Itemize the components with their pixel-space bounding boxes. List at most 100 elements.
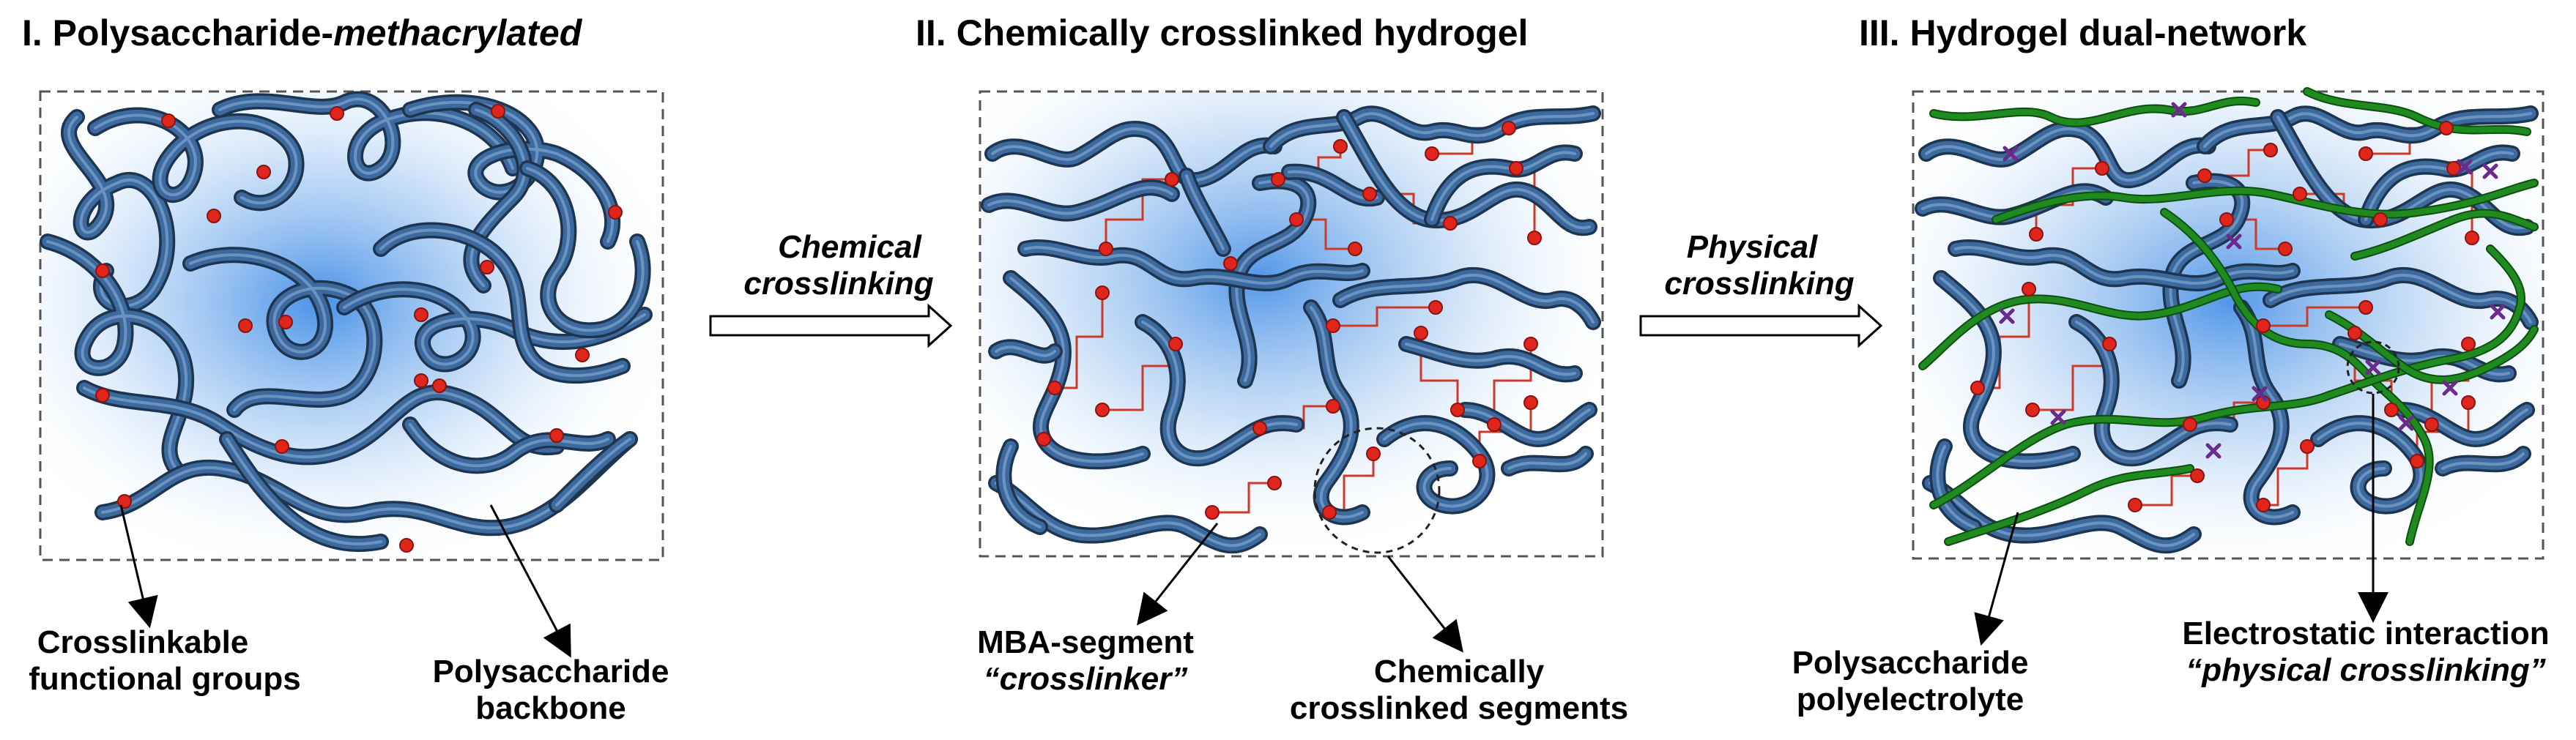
backbone-chain-highlight — [218, 97, 514, 175]
backbone-chain-highlight — [2401, 408, 2528, 441]
red-dot — [2410, 454, 2424, 468]
backbone-chain-highlight — [1009, 277, 1144, 463]
red-dot — [608, 205, 623, 220]
backbone-chain-highlight — [1383, 422, 1489, 508]
red-dot — [1428, 300, 1443, 315]
backbone-chain-highlight — [1405, 343, 1576, 376]
red-dot — [1223, 256, 1238, 271]
red-dot — [1348, 242, 1362, 256]
backbone-chain-highlight — [46, 240, 188, 470]
backbone-chain-highlight — [1929, 482, 2195, 547]
physical-crosslinking-arrow: Physical crosslinking — [1639, 229, 1883, 348]
pointer-polyelectrolyte — [1974, 512, 2019, 646]
backbone-chain-highlight — [1002, 445, 1042, 528]
electrostatic-x-mark — [2050, 409, 2066, 425]
electrostatic-x-mark — [2442, 380, 2458, 396]
red-dot — [2278, 242, 2293, 256]
panel-3-title: III. Hydrogel dual-network — [1859, 12, 2306, 53]
arrow-label-line-2: crosslinking — [1664, 266, 1854, 302]
backbone-chain-highlight — [409, 423, 609, 468]
red-dot — [2439, 121, 2454, 135]
pointer-backbone — [489, 504, 571, 658]
red-dot — [414, 373, 428, 388]
red-dot — [1036, 432, 1051, 446]
red-dot — [1362, 187, 1377, 201]
backbone-chain-highlight — [2441, 452, 2525, 470]
red-dot — [1205, 505, 1220, 520]
red-dot — [2128, 498, 2142, 512]
polyelectrolyte-chain — [1931, 246, 2524, 508]
backbone-chain-highlight — [1936, 445, 1975, 528]
polyelectrolyte-chains — [1918, 87, 2539, 546]
callout-pointers — [119, 394, 2388, 658]
red-dot — [1472, 454, 1487, 468]
panel-1 — [39, 90, 664, 561]
red-dot — [278, 315, 293, 329]
pointer-mba-segment — [1136, 523, 1219, 626]
backbone-chain-highlight — [991, 127, 1276, 182]
red-dot — [1450, 403, 1465, 417]
red-dot — [1267, 476, 1282, 490]
crosslinker-segment — [1212, 482, 1274, 514]
panel-3 — [1912, 87, 2545, 560]
red-dot — [2022, 282, 2036, 296]
red-dot — [399, 538, 414, 553]
backbone-chain-highlight — [343, 288, 646, 366]
backbone-chain-highlight — [2317, 422, 2423, 508]
red-dot — [549, 428, 564, 443]
red-dot — [1509, 161, 1523, 176]
electrostatic-x-mark — [2398, 415, 2414, 431]
panel-2-title: II. Chemically crosslinked hydrogel — [916, 12, 1528, 53]
highlight-circle — [1313, 427, 1441, 554]
red-dot — [1168, 337, 1183, 351]
red-dot — [1487, 417, 1502, 432]
red-dot — [2461, 337, 2476, 351]
polyelectrolyte-chain — [2161, 209, 2432, 545]
backbone-chain-highlight — [2269, 273, 2532, 324]
red-dot — [330, 106, 344, 121]
electrostatic-x-mark — [2205, 443, 2221, 459]
electrostatic-x-mark — [1999, 308, 2015, 324]
electrostatic-x-mark — [2226, 233, 2242, 250]
backbone-chain-highlight — [379, 228, 624, 378]
polyelectrolyte-chain — [1945, 466, 2193, 545]
red-dot — [2373, 212, 2388, 227]
backbone-chain-highlight — [1235, 179, 1310, 382]
red-dot — [207, 209, 221, 223]
backbone-chain-highlight — [83, 386, 558, 459]
label-crosslinked-segments: crosslinked segments — [1290, 690, 1628, 726]
backbone-chain-highlight — [101, 438, 631, 530]
red-dot — [1970, 381, 1985, 395]
backbone-chain-highlight — [1925, 127, 2210, 182]
backbone-chain-highlight — [2203, 112, 2532, 148]
red-dot — [117, 494, 132, 509]
backbone-chain-highlight — [226, 438, 382, 546]
crosslinked-backbone-chains — [981, 105, 1601, 554]
backbone-chain-highlight — [1269, 112, 1595, 148]
red-dot — [2293, 187, 2307, 201]
crosslinker-segment — [2263, 446, 2309, 507]
backbone-chain-highlight — [1507, 452, 1587, 470]
panel-2 — [979, 90, 1604, 558]
backbone-chain-highlight — [1185, 174, 1225, 250]
label-polysaccharide: Polysaccharide — [433, 654, 669, 689]
red-dot — [2424, 417, 2439, 432]
label-crosslinker: “crosslinker” — [984, 661, 1188, 697]
red-dot — [95, 388, 110, 403]
crosslinker-segment — [1419, 333, 1459, 410]
red-dot — [256, 165, 271, 179]
electrostatic-x-mark — [2002, 146, 2019, 162]
crosslink-junction-dots — [1970, 121, 2479, 512]
polyelectrolyte-chain — [2352, 210, 2537, 259]
backbone-chain-highlight — [1141, 321, 1298, 460]
red-dot — [432, 378, 447, 393]
hollow-arrow-shape — [709, 303, 953, 348]
backbone-chain-highlight — [1954, 245, 2294, 285]
red-dot — [1047, 381, 1062, 395]
crosslinker-segment — [2135, 474, 2197, 507]
red-dot — [1252, 421, 1267, 436]
red-dot — [2095, 161, 2109, 176]
red-dot — [2025, 403, 2040, 417]
arrow-label-line-1: Physical — [1687, 229, 1818, 265]
